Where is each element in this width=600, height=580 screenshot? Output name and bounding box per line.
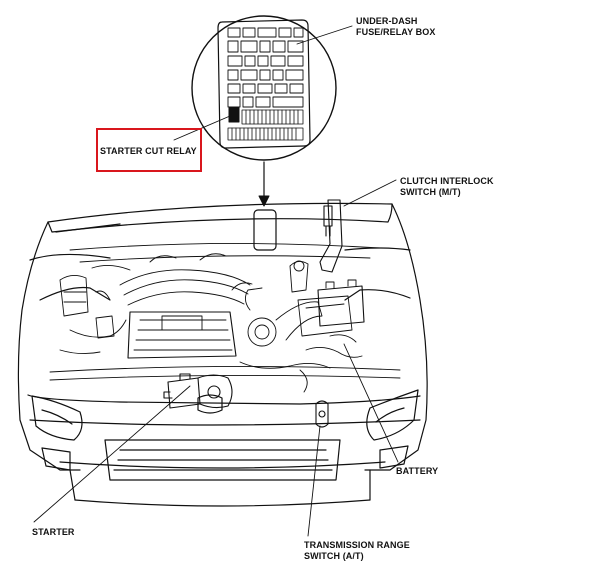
starter-cut-relay-highlight [96,128,202,172]
fuse-box-label: UNDER-DASH FUSE/RELAY BOX [356,16,435,38]
clutch-interlock-assembly [319,199,343,273]
fuse-box-leader [296,25,353,45]
battery-label: BATTERY [396,466,439,476]
starter-cut-relay-marker [228,107,240,123]
vehicle-front [17,202,428,507]
transmission-range-label-line2: SWITCH (A/T) [304,551,364,561]
transmission-range-label: TRANSMISSION RANGE SWITCH (A/T) [304,540,410,562]
clutch-interlock-label: CLUTCH INTERLOCK SWITCH (M/T) [400,176,494,198]
leader-lines [33,179,399,537]
fuse-box-detail-circle [191,15,337,161]
clutch-interlock-label-line1: CLUTCH INTERLOCK [400,176,494,186]
starter-cut-relay-label: STARTER CUT RELAY [100,146,197,156]
clutch-interlock-label-line2: SWITCH (M/T) [400,187,461,197]
location-arrow [258,161,270,207]
transmission-range-switch [315,400,329,428]
starter-motor [163,373,233,409]
fuse-box-label-line1: UNDER-DASH [356,16,418,26]
starter-label: STARTER [32,527,75,537]
relay-location-box [253,209,277,251]
relay-leader [173,115,231,141]
fuse-box-label-line2: FUSE/RELAY BOX [356,27,436,37]
engine-components [49,243,401,393]
transmission-range-label-line1: TRANSMISSION RANGE [304,540,410,550]
